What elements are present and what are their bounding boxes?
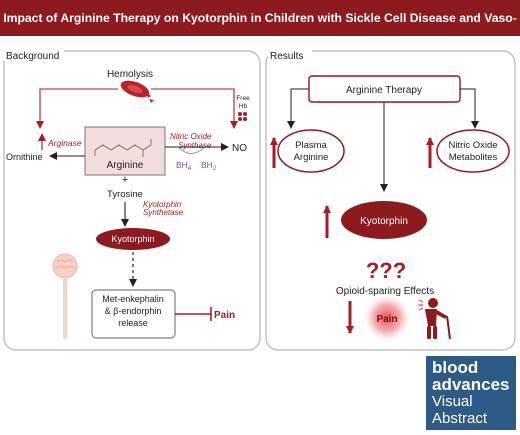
nos-label-1: Nitric Oxide xyxy=(170,132,212,141)
background-panel xyxy=(3,50,261,351)
plasma-arginine-node xyxy=(277,129,345,173)
kyotorphin-node-results xyxy=(341,201,427,239)
therapy-to-plasma-arrow xyxy=(287,88,309,129)
plasma-arginine-label-2: Arginine xyxy=(294,152,329,163)
hemolysis-label: Hemolysis xyxy=(107,69,153,80)
results-heading-mask xyxy=(268,49,312,61)
plasma-arginine-label-1: Plasma xyxy=(295,140,327,151)
ornithine-label: Ornithine xyxy=(6,152,43,162)
met-enkephalin-label-2: & β-endorphin xyxy=(105,306,162,316)
arginase-label: Arginase xyxy=(47,138,82,148)
hemolysis-to-arginase-arrow xyxy=(36,88,118,129)
blood-advances-logo: blood advances Visual Abstract xyxy=(426,356,516,430)
kyotorphin-node-background xyxy=(96,228,170,250)
free-hb-label-1: Free xyxy=(236,95,250,102)
arginine-structure-icon xyxy=(94,139,152,157)
free-hb-label-2: Hb xyxy=(239,103,248,110)
question-marks: ??? xyxy=(366,258,406,283)
free-hb-icon xyxy=(238,112,247,121)
kyotorphin-label-background: Kyotorphin xyxy=(111,234,154,244)
no-label: NO xyxy=(232,143,247,154)
nitric-oxide-label-2: Metabolites xyxy=(449,152,498,163)
arginine-label: Arginine xyxy=(107,160,144,171)
met-enkephalin-label-3: release xyxy=(118,318,148,328)
kyotorphin-synthetase-label-1: Kyotorphin xyxy=(143,200,182,209)
brain-spinal-cord-icon xyxy=(52,253,78,339)
kyotorphin-label-results: Kyotorphin xyxy=(360,216,408,227)
background-heading: Background xyxy=(6,51,59,62)
met-enkephalin-label-1: Met-enkephalin xyxy=(102,294,164,304)
logo-line-4: Abstract xyxy=(432,410,488,427)
pain-label-results: Pain xyxy=(376,314,397,325)
results-heading: Results xyxy=(270,51,303,62)
results-panel xyxy=(265,50,516,351)
therapy-to-nitric-arrow xyxy=(460,88,479,129)
tyrosine-label: Tyrosine xyxy=(107,189,143,200)
background-heading-mask xyxy=(4,49,64,61)
nitric-oxide-label-1: Nitric Oxide xyxy=(448,140,497,151)
bh-cofactor-curve xyxy=(177,146,206,154)
plus-sign: + xyxy=(122,174,128,186)
bh2-label: BH2 xyxy=(201,160,217,172)
pain-label-background: Pain xyxy=(214,310,235,321)
logo-line-2: advances xyxy=(432,375,510,394)
logo-line-1: blood xyxy=(432,358,479,377)
title-bar xyxy=(0,0,520,36)
hemolysis-to-no-arrow xyxy=(151,88,238,129)
red-blood-cell-icon xyxy=(120,80,154,103)
pain-glow xyxy=(363,294,411,342)
opioid-sparing-label: Opioid-sparing Effects xyxy=(336,286,434,297)
nitric-oxide-metabolites-node xyxy=(436,129,510,173)
arginine-box xyxy=(84,126,166,176)
arginine-therapy-label: Arginine Therapy xyxy=(346,85,422,96)
nos-label-2: Synthase xyxy=(178,141,212,150)
logo-line-3: Visual xyxy=(432,393,473,410)
pain-spark-icon xyxy=(418,299,424,311)
bh4-label: BH4 xyxy=(176,160,192,172)
kyotorphin-synthetase-label-2: Synthetase xyxy=(143,208,184,217)
person-in-pain-icon xyxy=(425,298,451,340)
